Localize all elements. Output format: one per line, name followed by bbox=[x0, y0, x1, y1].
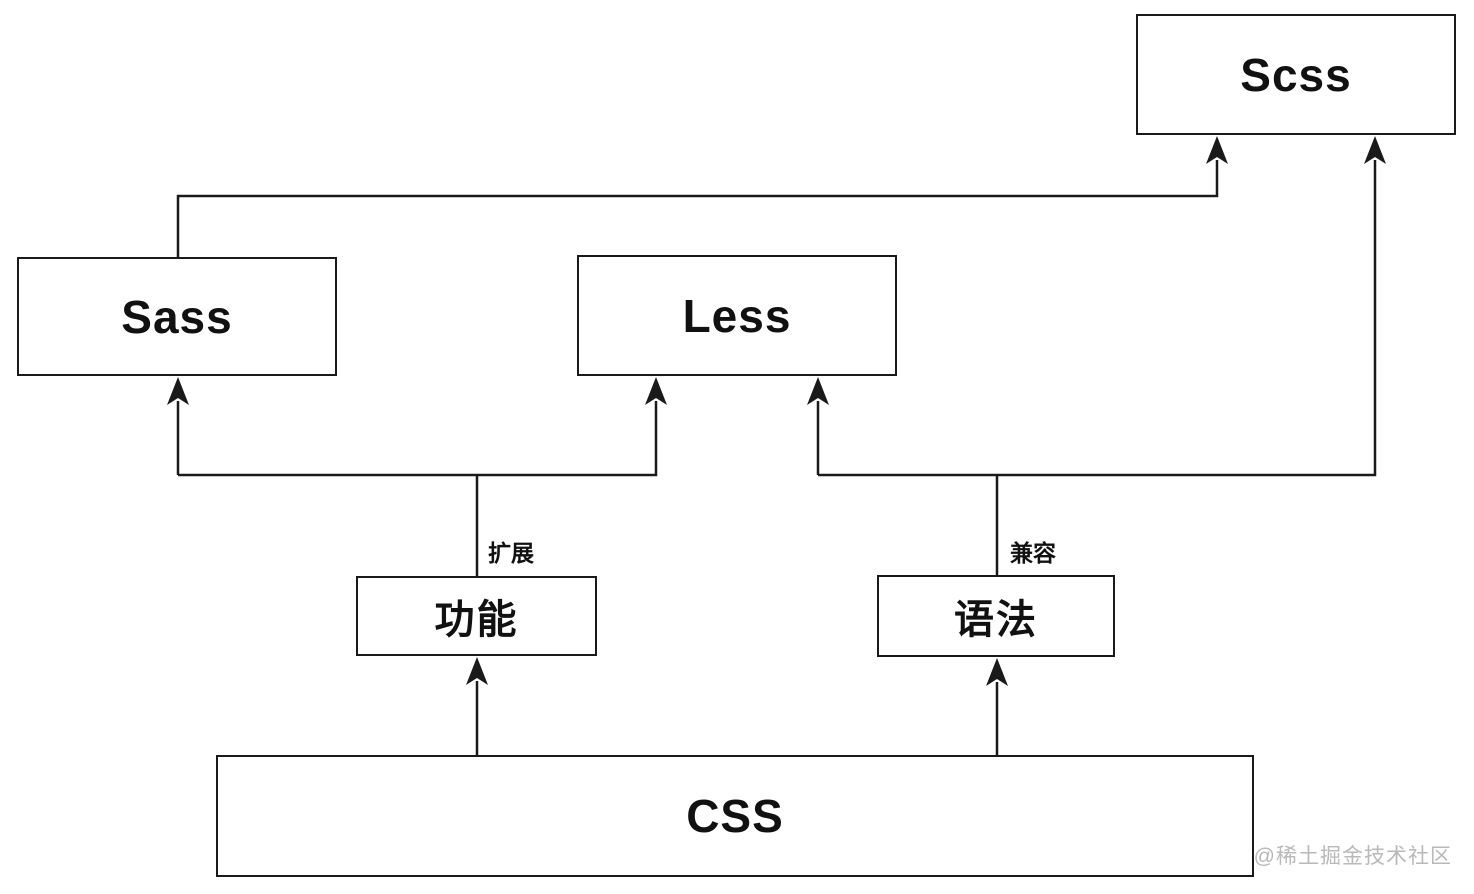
node-gongneng: 功能 bbox=[356, 576, 597, 656]
edge-yufa-to-less-scss bbox=[816, 160, 1377, 575]
arrowhead-into-less-left bbox=[645, 377, 667, 405]
arrowhead-into-scss-right bbox=[1364, 136, 1386, 164]
arrowhead-into-less-right bbox=[807, 377, 829, 405]
node-less: Less bbox=[577, 255, 897, 376]
edge-gongneng-to-sass-less bbox=[176, 401, 658, 576]
edge-label-compat: 兼容 bbox=[1010, 540, 1056, 566]
node-yufa: 语法 bbox=[877, 575, 1115, 657]
node-gongneng-label: 功能 bbox=[434, 598, 519, 642]
node-sass-label: Sass bbox=[121, 290, 233, 343]
arrowhead-into-sass bbox=[167, 377, 189, 405]
node-scss: Scss bbox=[1136, 14, 1456, 135]
edge-label-extend: 扩展 bbox=[488, 540, 534, 566]
node-less-label: Less bbox=[682, 289, 792, 342]
node-css-label: CSS bbox=[686, 790, 784, 842]
arrowhead-into-scss-left bbox=[1206, 136, 1228, 164]
node-scss-label: Scss bbox=[1240, 48, 1352, 101]
node-sass: Sass bbox=[17, 257, 337, 376]
watermark: @稀土掘金技术社区 bbox=[1253, 845, 1452, 868]
edge-sass-to-scss bbox=[176, 160, 1219, 257]
arrowhead-into-yufa bbox=[986, 658, 1008, 686]
node-yufa-label: 语法 bbox=[954, 598, 1038, 642]
arrowhead-into-gongneng bbox=[466, 657, 488, 685]
node-css: CSS bbox=[216, 755, 1254, 877]
